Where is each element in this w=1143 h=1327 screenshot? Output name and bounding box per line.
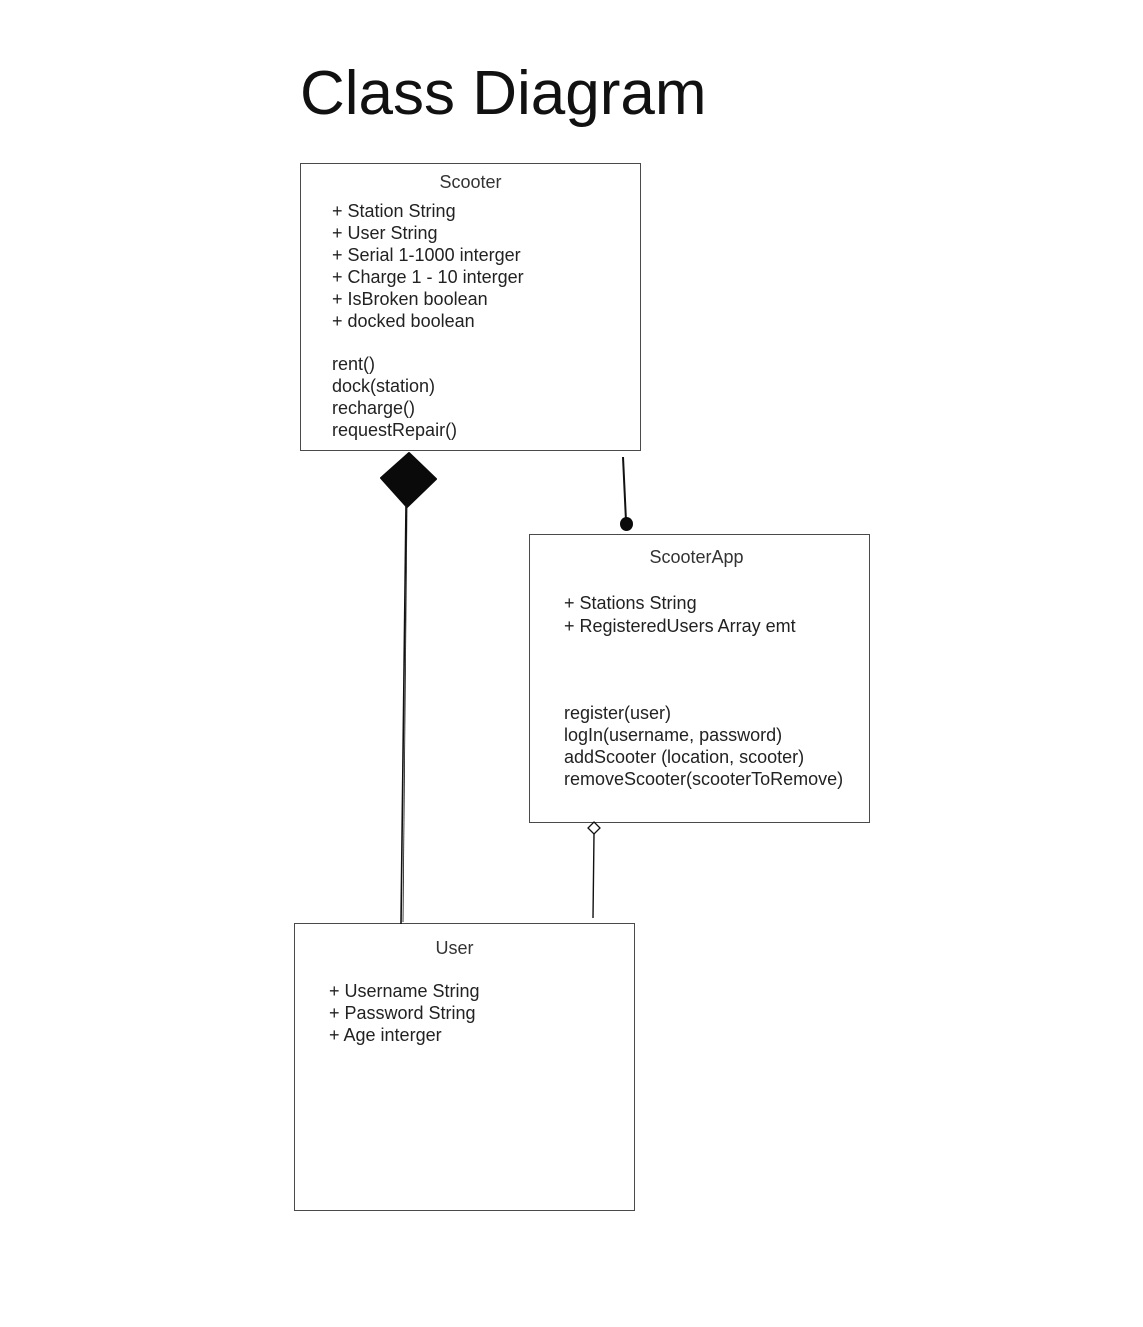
method-rent: rent(): [332, 354, 376, 374]
class-name-scooterapp: ScooterApp: [649, 547, 744, 567]
attribute-password: + Password String: [329, 1003, 476, 1023]
method-remove-scooter: removeScooter(scooterToRemove): [564, 769, 844, 789]
attribute-serial: + Serial 1-1000 interger: [332, 245, 521, 265]
diagram-title: Class Diagram: [300, 59, 707, 128]
attribute-age: + Age interger: [329, 1025, 442, 1045]
class-name-user: User: [435, 938, 474, 958]
method-recharge: recharge(): [332, 398, 416, 418]
method-dock: dock(station): [332, 376, 436, 396]
attribute-station: + Station String: [332, 201, 456, 221]
composition-connector[interactable]: [380, 452, 437, 925]
composition-line-sketch: [402, 505, 408, 923]
method-register: register(user): [564, 703, 672, 723]
association-line: [622, 456, 627, 522]
attribute-isbroken: + IsBroken boolean: [332, 289, 488, 309]
method-add-scooter: addScooter (location, scooter): [564, 747, 805, 767]
composition-line: [400, 504, 407, 925]
attribute-stations: + Stations String: [564, 593, 697, 613]
attribute-charge: + Charge 1 - 10 interger: [332, 267, 524, 287]
attribute-registered-users: + RegisteredUsers Array emt: [564, 616, 796, 636]
filled-dot-icon: [620, 517, 633, 531]
attribute-docked: + docked boolean: [332, 311, 475, 331]
method-request-repair: requestRepair(): [332, 420, 458, 440]
aggregation-line: [592, 833, 595, 919]
attribute-user: + User String: [332, 223, 438, 243]
class-box-user[interactable]: User + Username String + Password String…: [294, 923, 635, 1211]
method-login: logIn(username, password): [564, 725, 783, 745]
filled-diamond-icon: [380, 452, 437, 508]
attribute-username: + Username String: [329, 981, 480, 1001]
aggregation-connector[interactable]: [587, 821, 601, 919]
association-connector[interactable]: [620, 456, 633, 531]
hollow-diamond-icon: [587, 821, 601, 835]
class-box-scooter[interactable]: Scooter + Station String + User String +…: [300, 163, 641, 451]
class-name-scooter: Scooter: [439, 172, 502, 192]
class-box-scooterapp[interactable]: ScooterApp + Stations String + Registere…: [529, 534, 870, 823]
